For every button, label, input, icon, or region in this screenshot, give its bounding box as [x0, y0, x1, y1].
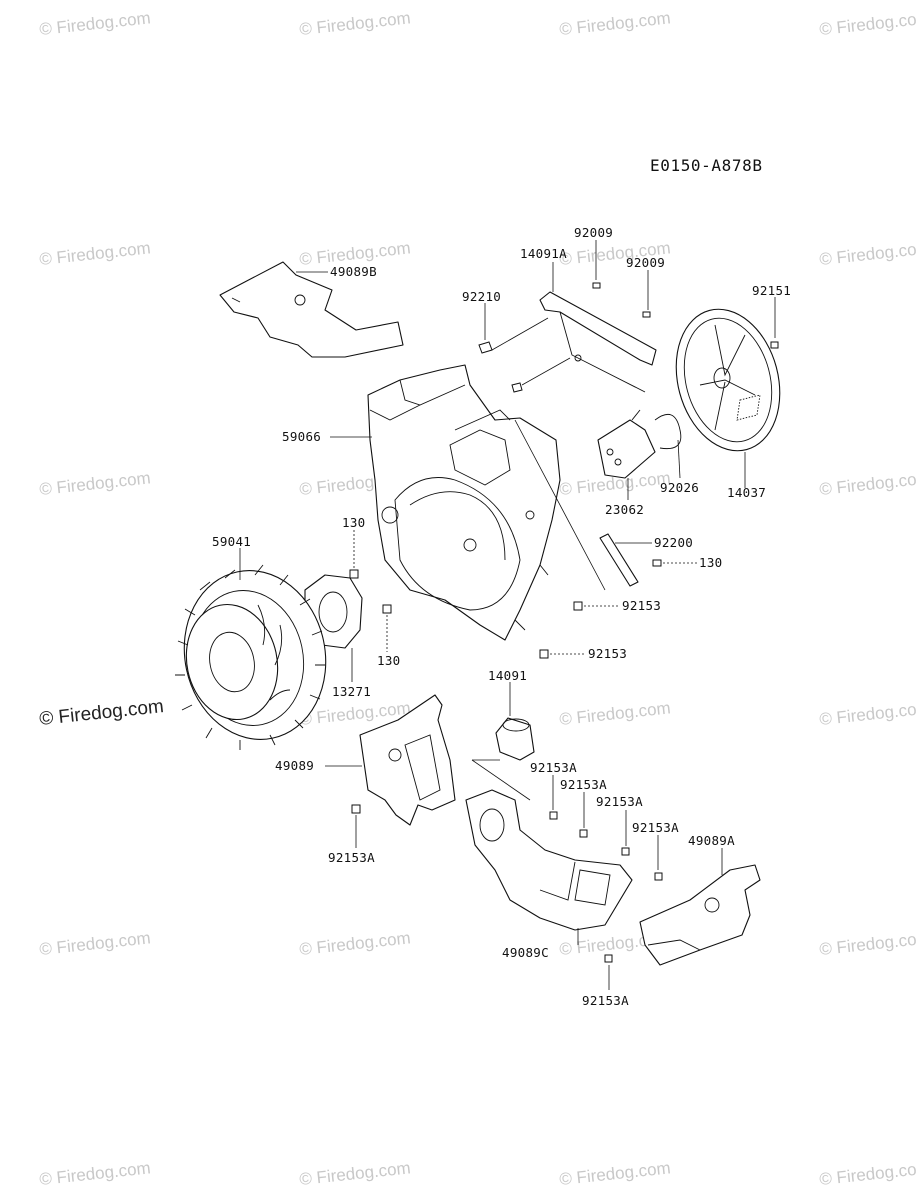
watermark: © Firedog.com [558, 8, 671, 39]
part-label-130-c: 130 [377, 653, 400, 668]
part-label-14091: 14091 [488, 668, 527, 683]
part-label-92153-b: 92153 [588, 646, 627, 661]
watermark: © Firedog.com [298, 1158, 411, 1189]
part-label-14091A: 14091A [520, 246, 567, 261]
watermark: © Firedog.com [818, 468, 917, 499]
watermark: © Firedog.com [298, 928, 411, 959]
diagram-code: E0150-A878B [650, 156, 763, 175]
part-label-92153A-1: 92153A [328, 850, 375, 865]
part-label-92153A-4: 92153A [596, 794, 643, 809]
watermark: © Firedog.com [818, 928, 917, 959]
watermark: © Firedog.com [38, 928, 151, 959]
part-label-130-a: 130 [342, 515, 365, 530]
watermark: © Firedog.com [298, 8, 411, 39]
part-label-92153A-2: 92153A [530, 760, 577, 775]
part-label-92153A-5: 92153A [632, 820, 679, 835]
part-label-59041: 59041 [212, 534, 251, 549]
main-watermark: © Firedog.com [38, 696, 164, 730]
part-label-49089: 49089 [275, 758, 314, 773]
part-label-92153A-6: 92153A [582, 993, 629, 1008]
part-23062-shape [597, 409, 656, 479]
watermark: © Firedog.com [38, 238, 151, 269]
part-label-92009-a: 92009 [574, 225, 613, 240]
part-label-14037: 14037 [727, 485, 766, 500]
part-14091A-shape [539, 291, 657, 393]
part-label-92009-b: 92009 [626, 255, 665, 270]
watermark: © Firedog.com [558, 1158, 671, 1189]
part-label-49089B: 49089B [330, 264, 377, 279]
part-label-92026: 92026 [660, 480, 699, 495]
watermark: © Firedog.com [818, 1158, 917, 1189]
watermark: © Firedog.com [818, 238, 917, 269]
part-label-92151: 92151 [752, 283, 791, 298]
part-49089-shape [359, 694, 456, 826]
part-59041-shape [175, 564, 327, 750]
part-49089B-shape [219, 261, 404, 358]
watermark: © Firedog.com [818, 8, 917, 39]
watermark: © Firedog.com [38, 468, 151, 499]
part-label-49089A: 49089A [688, 833, 735, 848]
watermark: © Firedog.com [38, 1158, 151, 1189]
part-label-92153-a: 92153 [622, 598, 661, 613]
part-label-59066: 59066 [282, 429, 321, 444]
part-label-92200: 92200 [654, 535, 693, 550]
part-label-23062: 23062 [605, 502, 644, 517]
part-49089C-shape [465, 789, 633, 931]
part-label-49089C: 49089C [502, 945, 549, 960]
part-label-92210: 92210 [462, 289, 501, 304]
part-49089A-shape [639, 864, 761, 966]
watermark: © Firedog.com [818, 698, 917, 729]
part-label-130-b: 130 [699, 555, 722, 570]
part-14037-shape [675, 308, 781, 452]
watermark: © Firedog.com [38, 8, 151, 39]
watermark: © Firedog.com [558, 698, 671, 729]
part-label-92153A-3: 92153A [560, 777, 607, 792]
part-14091-shape [495, 717, 535, 761]
part-label-13271: 13271 [332, 684, 371, 699]
part-59066-shape [367, 364, 561, 641]
